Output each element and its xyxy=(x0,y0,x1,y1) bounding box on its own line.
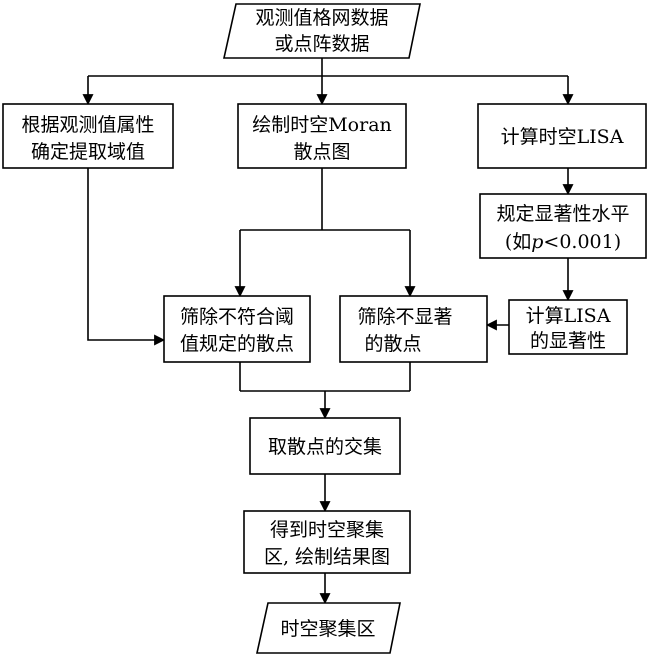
node-threshold: 根据观测值属性 确定提取域值 xyxy=(2,103,174,169)
input-data-label-2: 或点阵数据 xyxy=(274,33,369,55)
result-map-label-1: 得到时空聚集 xyxy=(270,519,384,541)
input-data-label-1: 观测值格网数据 xyxy=(255,7,388,29)
significance-level-shape xyxy=(479,193,647,259)
filter-threshold-label-2: 值规定的散点 xyxy=(180,333,294,355)
threshold-label-2: 确定提取域值 xyxy=(31,141,145,163)
moran-label-2: 散点图 xyxy=(293,141,350,163)
result-map-shape xyxy=(243,510,411,574)
lisa-significance-label-1: 计算LISA xyxy=(526,305,611,327)
threshold-shape xyxy=(2,103,174,169)
node-result-map: 得到时空聚集 区, 绘制结果图 xyxy=(243,510,411,574)
node-moran: 绘制时空Moran 散点图 xyxy=(237,103,407,169)
threshold-label-1: 根据观测值属性 xyxy=(21,114,154,136)
significance-level-var: p xyxy=(531,231,543,253)
filter-insignificant-label-1: 筛除不显著 xyxy=(357,306,452,328)
significance-level-suffix: <0.001) xyxy=(543,231,621,253)
filter-insignificant-label-2: 的散点 xyxy=(364,333,421,355)
edge-threshold-to-filter xyxy=(87,168,166,346)
node-intersection: 取散点的交集 xyxy=(249,417,401,475)
significance-level-label-2: (如p<0.001) xyxy=(505,231,621,253)
filter-insignificant-shape xyxy=(339,295,488,363)
node-lisa-significance: 计算LISA 的显著性 xyxy=(508,299,628,355)
lisa-significance-label-2: 的显著性 xyxy=(530,330,606,352)
lisa-calc-shape xyxy=(477,103,647,169)
lisa-calc-label: 计算时空LISA xyxy=(501,126,624,148)
node-lisa-calc: 计算时空LISA xyxy=(477,103,647,169)
moran-shape xyxy=(237,103,407,169)
lisa-significance-shape xyxy=(508,299,628,355)
node-filter-threshold: 筛除不符合阈 值规定的散点 xyxy=(163,295,311,363)
moran-label-1: 绘制时空Moran xyxy=(252,114,392,136)
intersection-label: 取散点的交集 xyxy=(268,436,382,458)
node-output: 时空聚集区 xyxy=(256,602,401,654)
node-significance-level: 规定显著性水平 (如p<0.001) xyxy=(479,193,647,259)
connectors xyxy=(82,58,574,605)
output-shape xyxy=(256,602,401,654)
result-map-label-2: 区, 绘制结果图 xyxy=(264,546,390,568)
filter-threshold-shape xyxy=(163,295,311,363)
filter-threshold-label-1: 筛除不符合阈 xyxy=(180,306,294,328)
significance-level-prefix: (如 xyxy=(505,231,531,253)
output-label: 时空聚集区 xyxy=(280,618,375,640)
node-filter-insignificant: 筛除不显著 的散点 xyxy=(339,295,488,363)
intersection-shape xyxy=(249,417,401,475)
significance-level-label-1: 规定显著性水平 xyxy=(496,203,629,225)
input-data-shape xyxy=(223,3,421,59)
node-input-data: 观测值格网数据 或点阵数据 xyxy=(223,3,421,59)
